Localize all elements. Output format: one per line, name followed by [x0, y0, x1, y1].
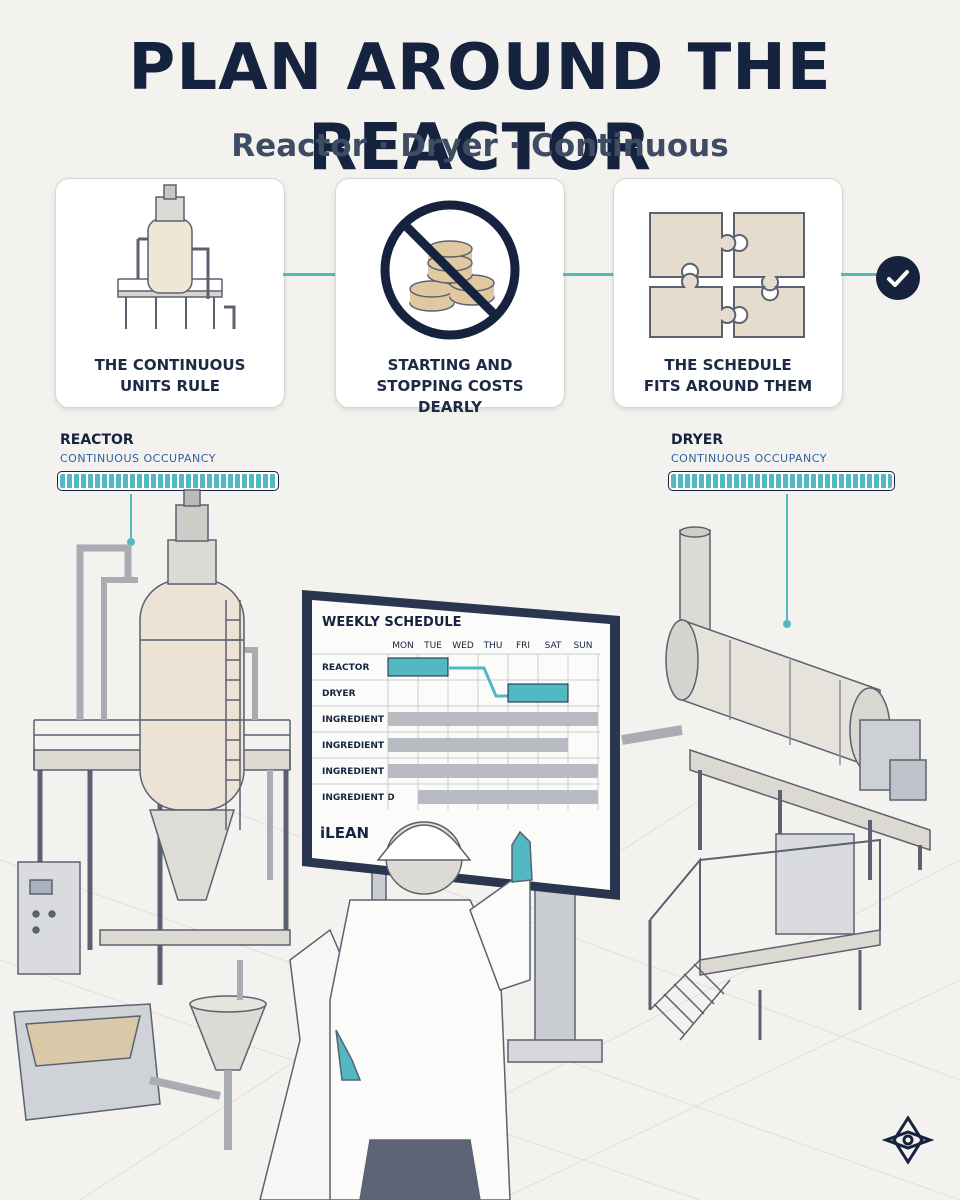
- schedule-title: WEEKLY SCHEDULE: [322, 615, 462, 630]
- step-connector: [563, 273, 613, 276]
- dryer-label: DRYER: [671, 432, 724, 448]
- step-2-label-line1: STARTING AND: [387, 356, 513, 374]
- reactor-occupancy-fill: [60, 474, 276, 488]
- ingredient-schedule-bar: [418, 790, 598, 804]
- dryer-occupancy-fill: [671, 474, 892, 488]
- reactor-schedule-block: [387, 657, 449, 677]
- step-card-schedule-fits: THE SCHEDULE FITS AROUND THEM: [613, 178, 843, 408]
- step-card-continuous-units: THE CONTINUOUS UNITS RULE: [55, 178, 285, 408]
- schedule-row-label: DRYER: [322, 689, 356, 699]
- schedule-day-label: SAT: [545, 641, 562, 651]
- schedule-day-label: FRI: [516, 641, 530, 651]
- dryer-occupancy-label: CONTINUOUS OCCUPANCY: [671, 452, 827, 465]
- reactor-occupancy-bar: [57, 471, 279, 491]
- ingredient-schedule-bar: [388, 712, 598, 726]
- schedule-day-label: TUE: [423, 641, 442, 651]
- step-2-label-line2: STOPPING COSTS DEARLY: [376, 377, 524, 416]
- dryer-illustration: [621, 526, 931, 1041]
- ingredient-schedule-bar: [388, 738, 568, 752]
- schedule-row-label: REACTOR: [322, 663, 369, 673]
- puzzle-icon: [649, 212, 805, 338]
- step-1-label-line2: UNITS RULE: [119, 377, 221, 395]
- no-coins-icon: [380, 200, 520, 340]
- page-subtitle: Reactor · Dryer · Continuous: [231, 128, 729, 164]
- schedule-row-label: INGREDIENT D: [322, 793, 395, 803]
- step-1-label-line1: THE CONTINUOUS: [94, 356, 246, 374]
- schedule-brand: iLEAN: [320, 824, 369, 842]
- engineer-illustration: [259, 821, 533, 1200]
- step-3-label-line1: THE SCHEDULE: [664, 356, 792, 374]
- schedule-row-label: INGREDIENT A: [322, 715, 394, 725]
- page-title: PLAN AROUND THE REACTOR: [128, 31, 832, 185]
- schedule-day-label: WED: [452, 641, 474, 651]
- reactor-occupancy-label: CONTINUOUS OCCUPANCY: [60, 452, 216, 465]
- step-card-start-stop-cost: STARTING AND STOPPING COSTS DEARLY: [335, 178, 565, 416]
- step-connector: [841, 273, 879, 276]
- schedule-day-label: MON: [392, 641, 414, 651]
- dryer-occupancy-bar: [668, 471, 895, 491]
- dryer-schedule-block: [507, 683, 569, 703]
- schedule-day-label: SUN: [573, 641, 592, 651]
- schedule-grid: MON TUE WED THU FRI SAT SUN REACTOR DRYER INGREDI…: [312, 641, 600, 810]
- ingredient-schedule-bar: [388, 764, 598, 778]
- brand-logo-icon: [881, 1115, 935, 1165]
- reactor-icon: [117, 184, 236, 329]
- check-icon: [876, 256, 920, 300]
- step-connector: [283, 273, 335, 276]
- step-3-label-line2: FITS AROUND THEM: [643, 377, 813, 395]
- reactor-label: REACTOR: [60, 432, 134, 448]
- schedule-day-label: THU: [483, 641, 503, 651]
- reactor-illustration: [13, 489, 291, 1150]
- schedule-row-label: INGREDIENT B: [322, 741, 394, 751]
- reactor-dryer-link: [448, 666, 508, 698]
- schedule-row-label: INGREDIENT C: [322, 767, 394, 777]
